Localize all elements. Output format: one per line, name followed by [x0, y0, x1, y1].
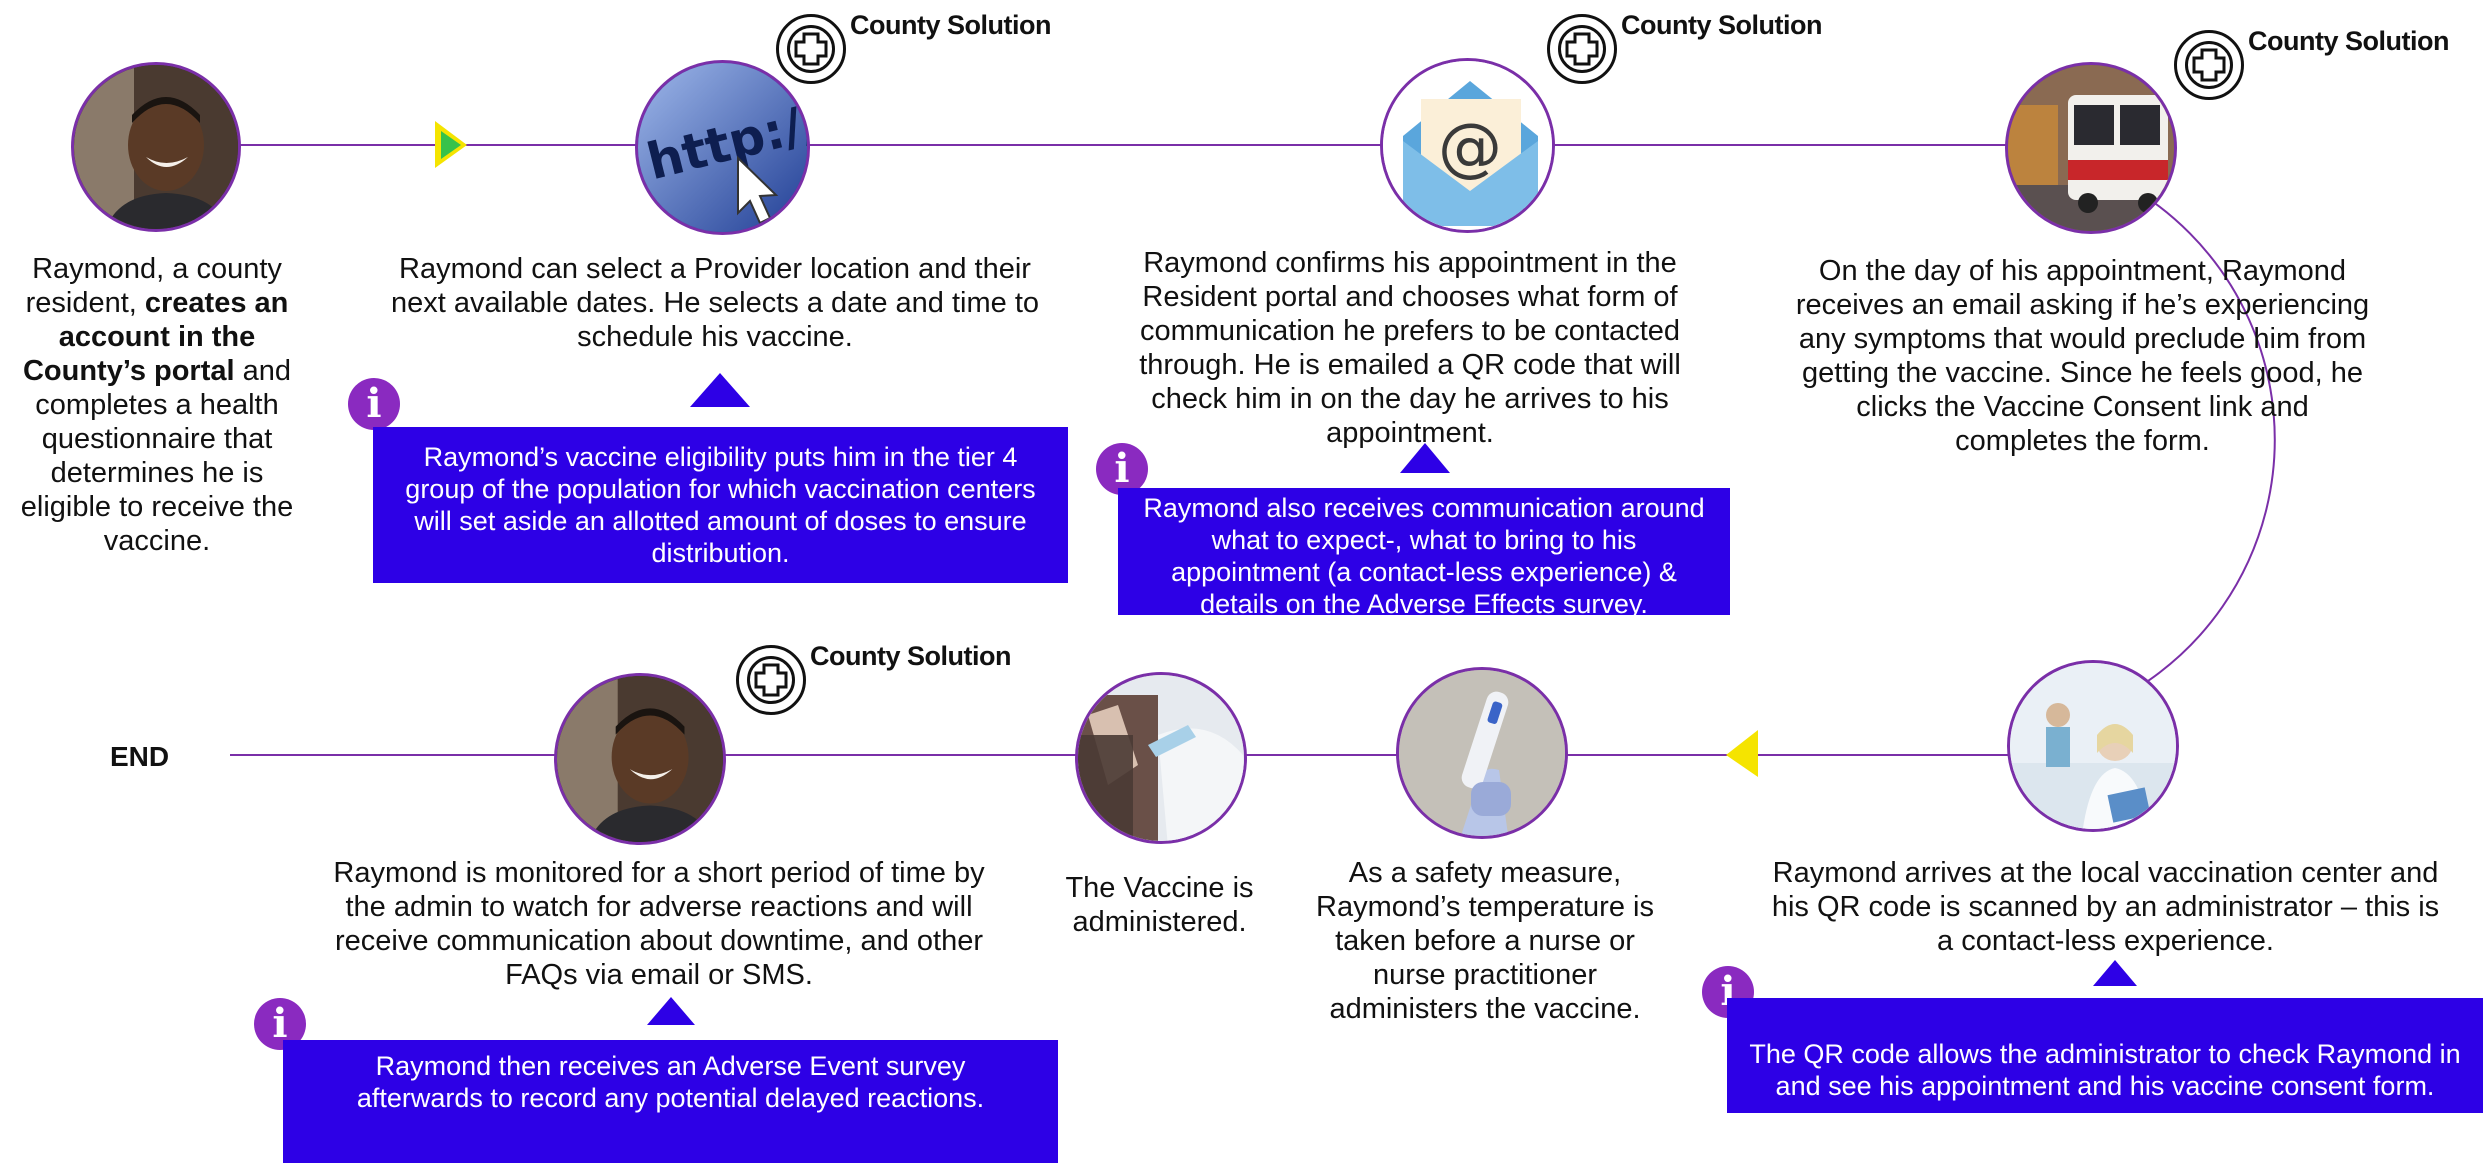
step-5-info-box: The QR code allows the administrator to …	[1727, 998, 2483, 1113]
end-label: END	[110, 741, 170, 772]
clinic-reception-photo	[2010, 663, 2176, 829]
thermometer-photo	[1399, 670, 1565, 836]
step-1-bold-text: creates an account in the County’s porta…	[22, 287, 289, 387]
step-1-text-end: and completes a health questionnaire tha…	[20, 355, 294, 557]
step-4-photo	[2005, 62, 2177, 234]
county-solution-label: County Solution	[850, 10, 1051, 40]
step-1-photo	[71, 62, 241, 232]
step-8-info-box: Raymond then receives an Adverse Event s…	[283, 1040, 1058, 1163]
vaccine-injection-photo	[1078, 675, 1244, 841]
step-1-text: Raymond, a county resident,	[25, 253, 282, 319]
step-2-pointer	[690, 373, 750, 407]
county-solution-label: County Solution	[2248, 26, 2449, 56]
step-5-photo	[2007, 660, 2179, 832]
county-solution-label: County Solution	[810, 641, 1011, 671]
info-icon: i	[348, 378, 400, 430]
step-2-description: Raymond can select a Provider location a…	[390, 253, 1040, 353]
medical-cross-icon	[2174, 30, 2244, 100]
step-1-description: Raymond, a county resident, creates an a…	[2, 252, 312, 558]
step-4-description: On the day of his appointment, Raymond r…	[1795, 255, 2370, 457]
step-3-image: @	[1380, 58, 1555, 233]
step-7-photo	[1075, 672, 1247, 844]
step-3-pointer	[1400, 443, 1450, 473]
medical-cross-icon	[736, 645, 806, 715]
smiling-man-photo	[557, 676, 723, 842]
step-8-photo	[554, 673, 726, 845]
http-cursor-icon: http://ww	[638, 63, 807, 232]
county-solution-label: County Solution	[1621, 10, 1822, 40]
smiling-man-photo	[74, 65, 238, 229]
svg-text:@: @	[1438, 111, 1502, 185]
email-at-icon: @	[1383, 61, 1552, 230]
medical-cross-icon	[1547, 14, 1617, 84]
step-8-description: Raymond is monitored for a short period …	[333, 857, 985, 991]
step-8-pointer	[647, 997, 695, 1025]
step-5-description: Raymond arrives at the local vaccination…	[1771, 857, 2440, 957]
city-bus-photo	[2008, 65, 2174, 231]
step-7-description: The Vaccine is administered.	[1065, 872, 1254, 938]
step-6-photo	[1396, 667, 1568, 839]
info-icon: i	[1096, 443, 1148, 495]
step-6-description: As a safety measure, Raymond’s temperatu…	[1316, 857, 1654, 1025]
step-2-image: http://ww	[635, 60, 810, 235]
step-2-info-box: Raymond’s vaccine eligibility puts him i…	[373, 427, 1068, 583]
step-3-description: Raymond confirms his appointment in the …	[1139, 247, 1681, 449]
step-3-info-box: Raymond also receives communication arou…	[1118, 488, 1730, 619]
medical-cross-icon	[776, 14, 846, 84]
step-5-pointer	[2093, 960, 2137, 986]
